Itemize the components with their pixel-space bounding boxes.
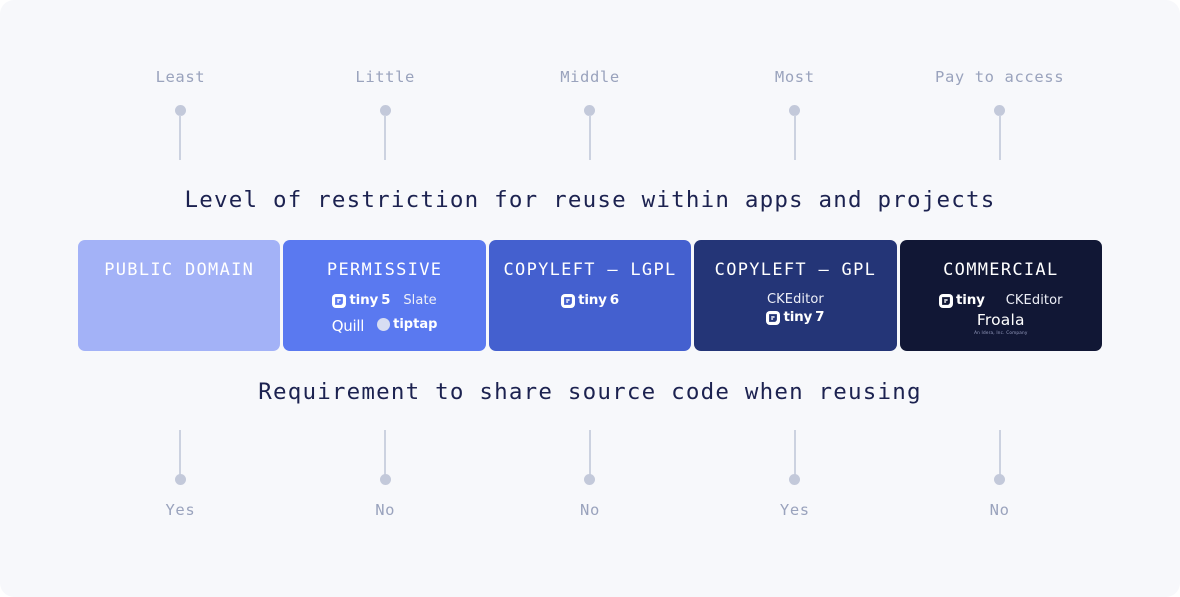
share-source-row: Yes No No Yes No	[78, 430, 1102, 519]
pin-stem-icon	[793, 114, 796, 160]
upper-heading: Level of restriction for reuse within ap…	[184, 187, 996, 213]
segment-title: PERMISSIVE	[326, 260, 443, 280]
logo-ckeditor: CKEditor	[1005, 293, 1063, 308]
share-pin-copyleft-lgpl: No	[488, 430, 693, 519]
pin-dot-icon	[174, 104, 186, 116]
segment-title: COPYLEFT — GPL	[714, 260, 877, 280]
share-pin-label: Yes	[779, 501, 810, 519]
pin-stem-icon	[179, 114, 182, 160]
pin-stem-icon	[588, 114, 591, 160]
logo-line: CKEditor	[767, 292, 824, 307]
share-pin-copyleft-gpl: Yes	[692, 430, 897, 519]
pin-stem-icon	[384, 430, 387, 475]
logo-line: Quill tiptap	[331, 316, 438, 335]
pin-dot-icon	[379, 474, 391, 485]
pin-dot-icon	[379, 104, 391, 116]
share-pin-label: Yes	[165, 501, 196, 519]
scale-pin-little: Little	[283, 68, 488, 160]
logo-line: tiny 6	[561, 292, 619, 309]
pin-dot-icon	[584, 104, 596, 116]
tiptap-icon	[377, 318, 391, 331]
share-pin-permissive: No	[283, 430, 488, 519]
segment-copyleft-lgpl[interactable]: COPYLEFT — LGPL tiny 6	[488, 240, 692, 351]
tinymce-icon	[766, 310, 781, 325]
scale-pin-label: Pay to access	[935, 68, 1065, 86]
pin-dot-icon	[994, 104, 1006, 116]
segment-title: COMMERCIAL	[943, 260, 1059, 280]
pin-dot-icon	[789, 104, 801, 116]
share-pin-commercial: No	[897, 430, 1102, 519]
logo-line: Froala An Idera, Inc. Company	[974, 313, 1027, 335]
pin-stem-icon	[793, 430, 796, 475]
logo-tiny5-label: tiny	[349, 291, 379, 308]
logo-tiny6-suffix: 6	[609, 291, 619, 308]
segment-public-domain[interactable]: PUBLIC DOMAIN	[78, 240, 281, 351]
logo-tiny6-label: tiny	[578, 291, 607, 308]
share-pin-label: No	[580, 501, 600, 519]
lower-heading: Requirement to share source code when re…	[258, 379, 922, 405]
logo-ckeditor: CKEditor	[766, 292, 824, 307]
scale-pin-label: Least	[155, 68, 206, 86]
pin-stem-icon	[179, 430, 182, 475]
share-pin-public-domain: Yes	[78, 430, 283, 519]
tinymce-icon	[561, 293, 576, 308]
logo-tiny5-suffix: 5	[381, 291, 391, 308]
segment-title: COPYLEFT — LGPL	[503, 260, 677, 280]
logo-slate: Slate	[403, 293, 437, 308]
segment-commercial[interactable]: COMMERCIAL tiny CKEditor Froala An Idera…	[899, 240, 1103, 351]
logo-tiptap: tiptap	[377, 318, 437, 331]
pin-stem-icon	[588, 430, 591, 475]
share-pin-label: No	[375, 501, 396, 519]
logo-froala-subtitle: An Idera, Inc. Company	[974, 329, 1028, 335]
logo-froala-label: Froala	[976, 311, 1025, 330]
share-pin-label: No	[989, 501, 1010, 519]
pin-dot-icon	[584, 474, 596, 485]
scale-pin-least: Least	[78, 68, 283, 160]
logo-tiny6: tiny 6	[561, 291, 619, 308]
scale-pin-middle: Middle	[488, 68, 693, 160]
segment-logo-stack: tiny CKEditor Froala An Idera, Inc. Comp…	[939, 292, 1063, 335]
scale-pin-most: Most	[692, 68, 897, 160]
pin-dot-icon	[174, 474, 186, 485]
logo-line: tiny CKEditor	[939, 292, 1063, 309]
logo-quill: Quill	[331, 316, 365, 335]
restriction-scale-row: Least Little Middle Most Pay to access	[78, 68, 1102, 160]
logo-tiny-label: tiny	[956, 291, 985, 308]
scale-pin-pay-to-access: Pay to access	[897, 68, 1102, 160]
logo-froala: Froala An Idera, Inc. Company	[974, 313, 1027, 335]
segment-logo-stack: tiny 6	[561, 292, 619, 309]
pin-dot-icon	[994, 474, 1006, 485]
scale-pin-label: Most	[774, 68, 815, 86]
tinymce-icon	[939, 293, 954, 308]
segment-title: PUBLIC DOMAIN	[104, 260, 255, 280]
pin-stem-icon	[998, 430, 1001, 475]
logo-tiny7-label: tiny	[783, 308, 813, 325]
logo-tiny7-suffix: 7	[815, 308, 825, 325]
logo-tiny: tiny	[939, 291, 988, 308]
pin-stem-icon	[384, 114, 387, 160]
scale-pin-label: Little	[355, 68, 415, 86]
logo-tiptap-label: tiptap	[393, 317, 438, 332]
scale-pin-label: Middle	[560, 68, 620, 86]
pin-stem-icon	[998, 114, 1001, 160]
pin-dot-icon	[789, 474, 801, 485]
tinymce-icon	[332, 293, 347, 308]
